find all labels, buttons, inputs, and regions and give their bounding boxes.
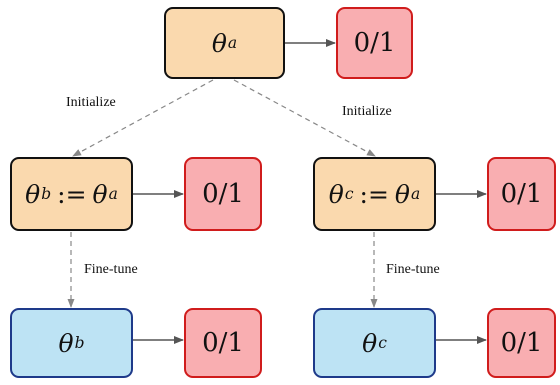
- node-output-b-tuned: 0/1: [184, 308, 262, 378]
- theta-subscript: a: [410, 185, 421, 203]
- output-label: 0/1: [500, 328, 543, 358]
- output-label: 0/1: [500, 179, 543, 209]
- theta-symbol: θ: [92, 179, 108, 209]
- theta-symbol: θ: [58, 328, 74, 358]
- theta-subscript: b: [74, 334, 85, 352]
- theta-subscript: b: [41, 185, 52, 203]
- theta-symbol: θ: [362, 328, 378, 358]
- theta-symbol: θ: [328, 179, 344, 209]
- node-output-a: 0/1: [336, 7, 413, 79]
- assign-operator: :=: [359, 179, 389, 209]
- theta-subscript: c: [344, 185, 354, 203]
- initialize-label-left: Initialize: [64, 95, 118, 111]
- theta-symbol: θ: [394, 179, 410, 209]
- output-label: 0/1: [202, 179, 244, 209]
- node-output-b-init: 0/1: [184, 157, 262, 231]
- node-output-c-tuned: 0/1: [487, 308, 556, 378]
- theta-subscript: a: [108, 185, 118, 203]
- theta-symbol: θ: [25, 179, 41, 209]
- initialize-label-right: Initialize: [340, 104, 394, 120]
- arrow-initialize-left: [72, 79, 214, 157]
- node-output-c-init: 0/1: [487, 157, 556, 231]
- output-label: 0/1: [202, 328, 244, 358]
- theta-subscript: c: [378, 334, 387, 352]
- assign-operator: :=: [57, 179, 87, 209]
- output-label: 0/1: [353, 28, 396, 58]
- theta-subscript: a: [227, 34, 238, 52]
- theta-symbol: θ: [211, 28, 227, 58]
- finetune-label-left: Fine-tune: [82, 262, 140, 278]
- finetune-label-right: Fine-tune: [384, 262, 442, 278]
